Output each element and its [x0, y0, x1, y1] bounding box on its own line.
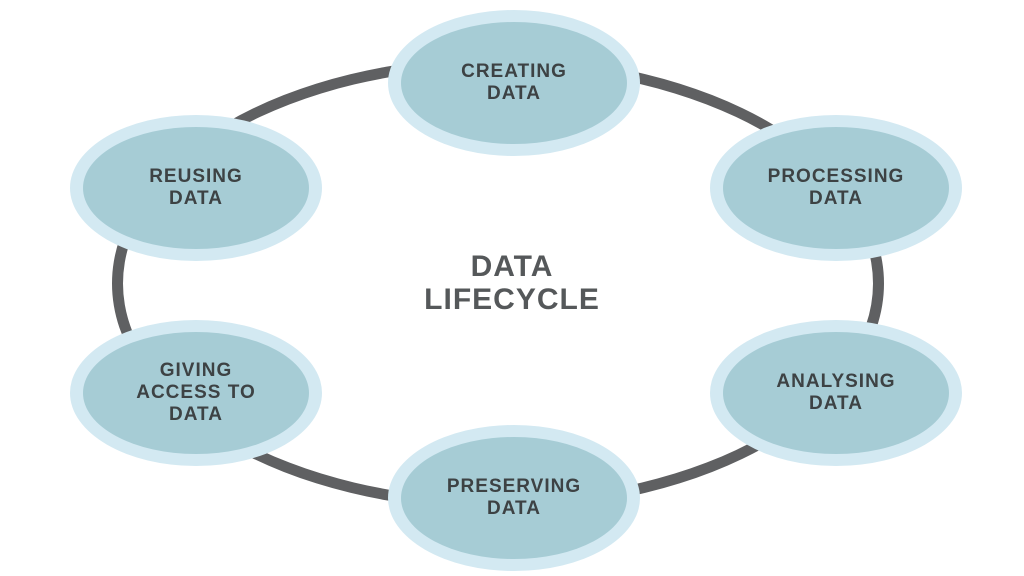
- stage-label-processing-data: PROCESSING DATA: [767, 166, 905, 209]
- stage-node-inner: GIVING ACCESS TO DATA: [83, 332, 309, 454]
- diagram-title-line-2: LIFECYCLE: [424, 283, 600, 316]
- diagram-title-line-1: DATA: [470, 250, 554, 283]
- stage-label-analysing-data: ANALYSING DATA: [776, 371, 896, 414]
- stage-label-giving-access-to-data: GIVING ACCESS TO DATA: [136, 360, 256, 425]
- stage-node-creating-data: CREATING DATA: [388, 10, 640, 156]
- diagram-title: DATA LIFECYCLE: [362, 250, 662, 316]
- stage-label-creating-data: CREATING DATA: [461, 61, 567, 104]
- stage-node-analysing-data: ANALYSING DATA: [710, 320, 962, 466]
- stage-node-inner: REUSING DATA: [83, 127, 309, 249]
- stage-node-inner: ANALYSING DATA: [723, 332, 949, 454]
- stage-label-reusing-data: REUSING DATA: [149, 166, 243, 209]
- stage-node-reusing-data: REUSING DATA: [70, 115, 322, 261]
- stage-label-preserving-data: PRESERVING DATA: [446, 476, 582, 519]
- stage-node-preserving-data: PRESERVING DATA: [388, 425, 640, 571]
- stage-node-processing-data: PROCESSING DATA: [710, 115, 962, 261]
- stage-node-inner: CREATING DATA: [401, 22, 627, 144]
- stage-node-inner: PRESERVING DATA: [401, 437, 627, 559]
- stage-node-giving-access-to-data: GIVING ACCESS TO DATA: [70, 320, 322, 466]
- stage-node-inner: PROCESSING DATA: [723, 127, 949, 249]
